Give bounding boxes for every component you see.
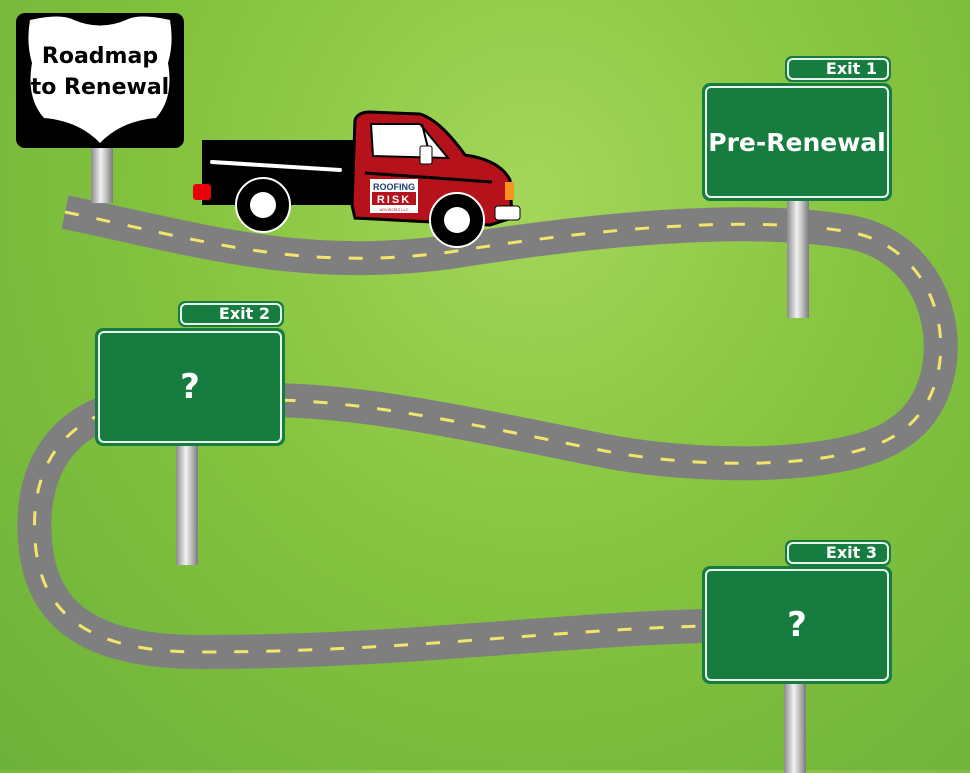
shield-icon (28, 16, 172, 143)
exit-2-pole (176, 445, 198, 565)
exit-1-pole (787, 200, 809, 318)
road-center-line (32, 210, 943, 654)
logo-top: ROOFING (373, 182, 415, 192)
exit-1-tab: Exit 1 (785, 56, 891, 82)
exit-2-tab: Exit 2 (178, 301, 284, 327)
exit-1-sign: Pre-Renewal (702, 83, 892, 201)
exit-2-sign: ? (95, 328, 285, 446)
exit-3-sign: ? (702, 566, 892, 684)
logo-middle: RISK (377, 194, 411, 206)
title-line-1: Roadmap (41, 44, 159, 69)
exit-3-tab: Exit 3 (785, 540, 891, 566)
logo-bottom: ADVISORS LLC (379, 207, 408, 212)
truck: ROOFING RISK ADVISORS LLC (193, 110, 521, 248)
sign-pole (91, 145, 113, 203)
title-sign: Roadmap to Renewal (16, 13, 184, 148)
title-line-2: to Renewal (30, 75, 170, 100)
exit-3-pole (784, 683, 806, 773)
